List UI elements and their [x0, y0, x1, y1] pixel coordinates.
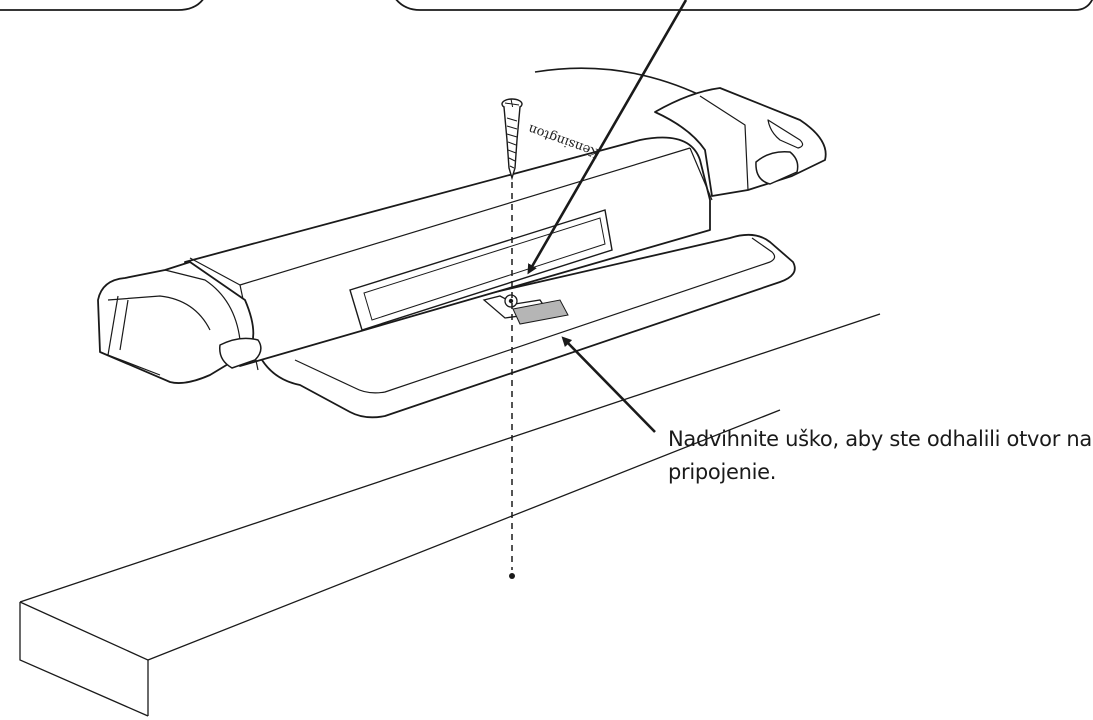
brand-label: Kensington: [526, 121, 602, 161]
lift-tab-instruction-line-1: Nadvihnite uško, aby ste odhalili otvor …: [668, 427, 1093, 451]
lift-tab-instruction-line-2: pripojenie.: [668, 460, 777, 484]
top-callout-box-left: [0, 0, 204, 11]
arrow-icon: [561, 336, 656, 433]
cable: [534, 67, 701, 96]
screw-icon: [501, 98, 523, 181]
top-callout-box-right: [395, 0, 1093, 11]
screw-path-line: [509, 182, 515, 579]
lift-tab-instruction: Nadvihnite uško, aby ste odhalili otvor …: [668, 423, 1093, 489]
dock-slot-window: [349, 209, 613, 331]
left-end-cap: [97, 261, 262, 384]
right-end-cap: [654, 87, 827, 197]
arrow-icon: [527, 0, 688, 275]
lift-tab: [512, 299, 569, 325]
desk-drill-point: [509, 573, 515, 579]
desk-surface: [19, 313, 881, 717]
